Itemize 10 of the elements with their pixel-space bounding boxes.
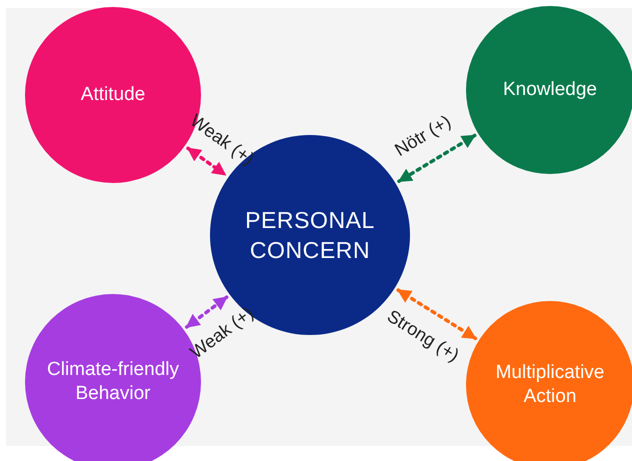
- node-label: PERSONAL CONCERN: [244, 206, 376, 265]
- dotted-arrow: [397, 134, 476, 183]
- node-label: Attitude: [80, 83, 146, 107]
- dotted-arrow: [396, 288, 478, 340]
- edge-label: Nötr (+): [390, 110, 456, 162]
- node-label: Knowledge: [502, 78, 598, 102]
- node-label: Multiplicative Action: [494, 361, 606, 409]
- dotted-arrow: [186, 146, 227, 176]
- dotted-arrow: [184, 295, 228, 329]
- node-label: Climate-friendly Behavior: [46, 358, 180, 406]
